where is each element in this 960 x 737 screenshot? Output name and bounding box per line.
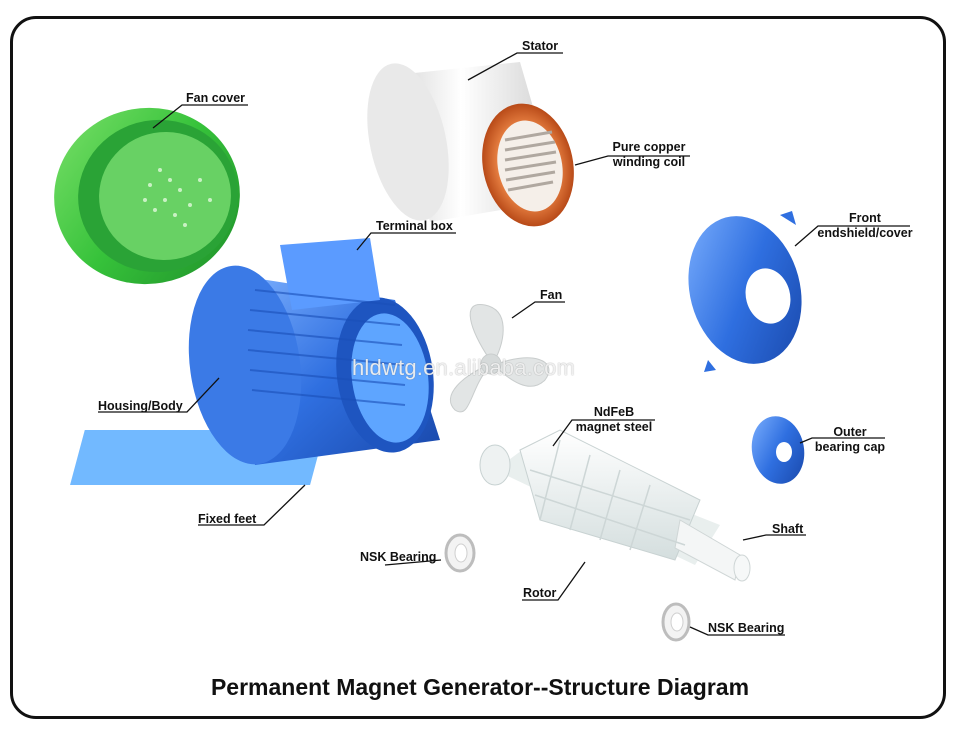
watermark-text: hldwtg.en.alibaba.com (352, 355, 576, 380)
fan-part (449, 304, 550, 413)
label-outer-line1: Outer (833, 425, 867, 439)
label-ndfeb-line1: NdFeB (593, 405, 635, 419)
label-fixed-feet: Fixed feet (198, 512, 257, 526)
front-endshield-part (688, 211, 802, 372)
label-front-line1: Front (849, 211, 881, 225)
nsk-bearing-left-part (444, 533, 476, 573)
label-stator: Stator (522, 39, 559, 53)
label-nsk-bearing-left: NSK Bearing (360, 550, 437, 564)
fan-cover-part (54, 107, 240, 285)
label-terminal-box: Terminal box (376, 219, 453, 233)
label-fan: Fan (540, 288, 563, 302)
label-housing-body: Housing/Body (98, 399, 183, 413)
diagram-title: Permanent Magnet Generator--Structure Di… (210, 674, 750, 700)
housing-part (70, 238, 440, 485)
label-outer-line2: bearing cap (814, 440, 886, 454)
rotor-part (479, 429, 751, 582)
label-front-endshield: Front endshield/cover (816, 211, 914, 241)
label-ndfeb: NdFeB magnet steel (574, 405, 654, 435)
label-shaft: Shaft (772, 522, 804, 536)
leader-lines (98, 52, 910, 636)
label-pure-copper-line1: Pure copper (612, 140, 686, 154)
stator-part (367, 62, 574, 227)
label-nsk-bearing-right: NSK Bearing (708, 621, 785, 635)
label-outer-bearing-cap: Outer bearing cap (812, 425, 888, 455)
diagram-frame (10, 16, 946, 719)
label-ndfeb-line2: magnet steel (575, 420, 653, 434)
outer-bearing-cap-part (751, 416, 805, 484)
label-pure-copper-line2: winding coil (612, 155, 686, 169)
nsk-bearing-right-part (661, 602, 691, 642)
label-pure-copper: Pure copper winding coil (608, 140, 690, 170)
label-fan-cover: Fan cover (186, 91, 246, 105)
label-front-line2: endshield/cover (817, 226, 913, 240)
label-rotor: Rotor (523, 586, 557, 600)
